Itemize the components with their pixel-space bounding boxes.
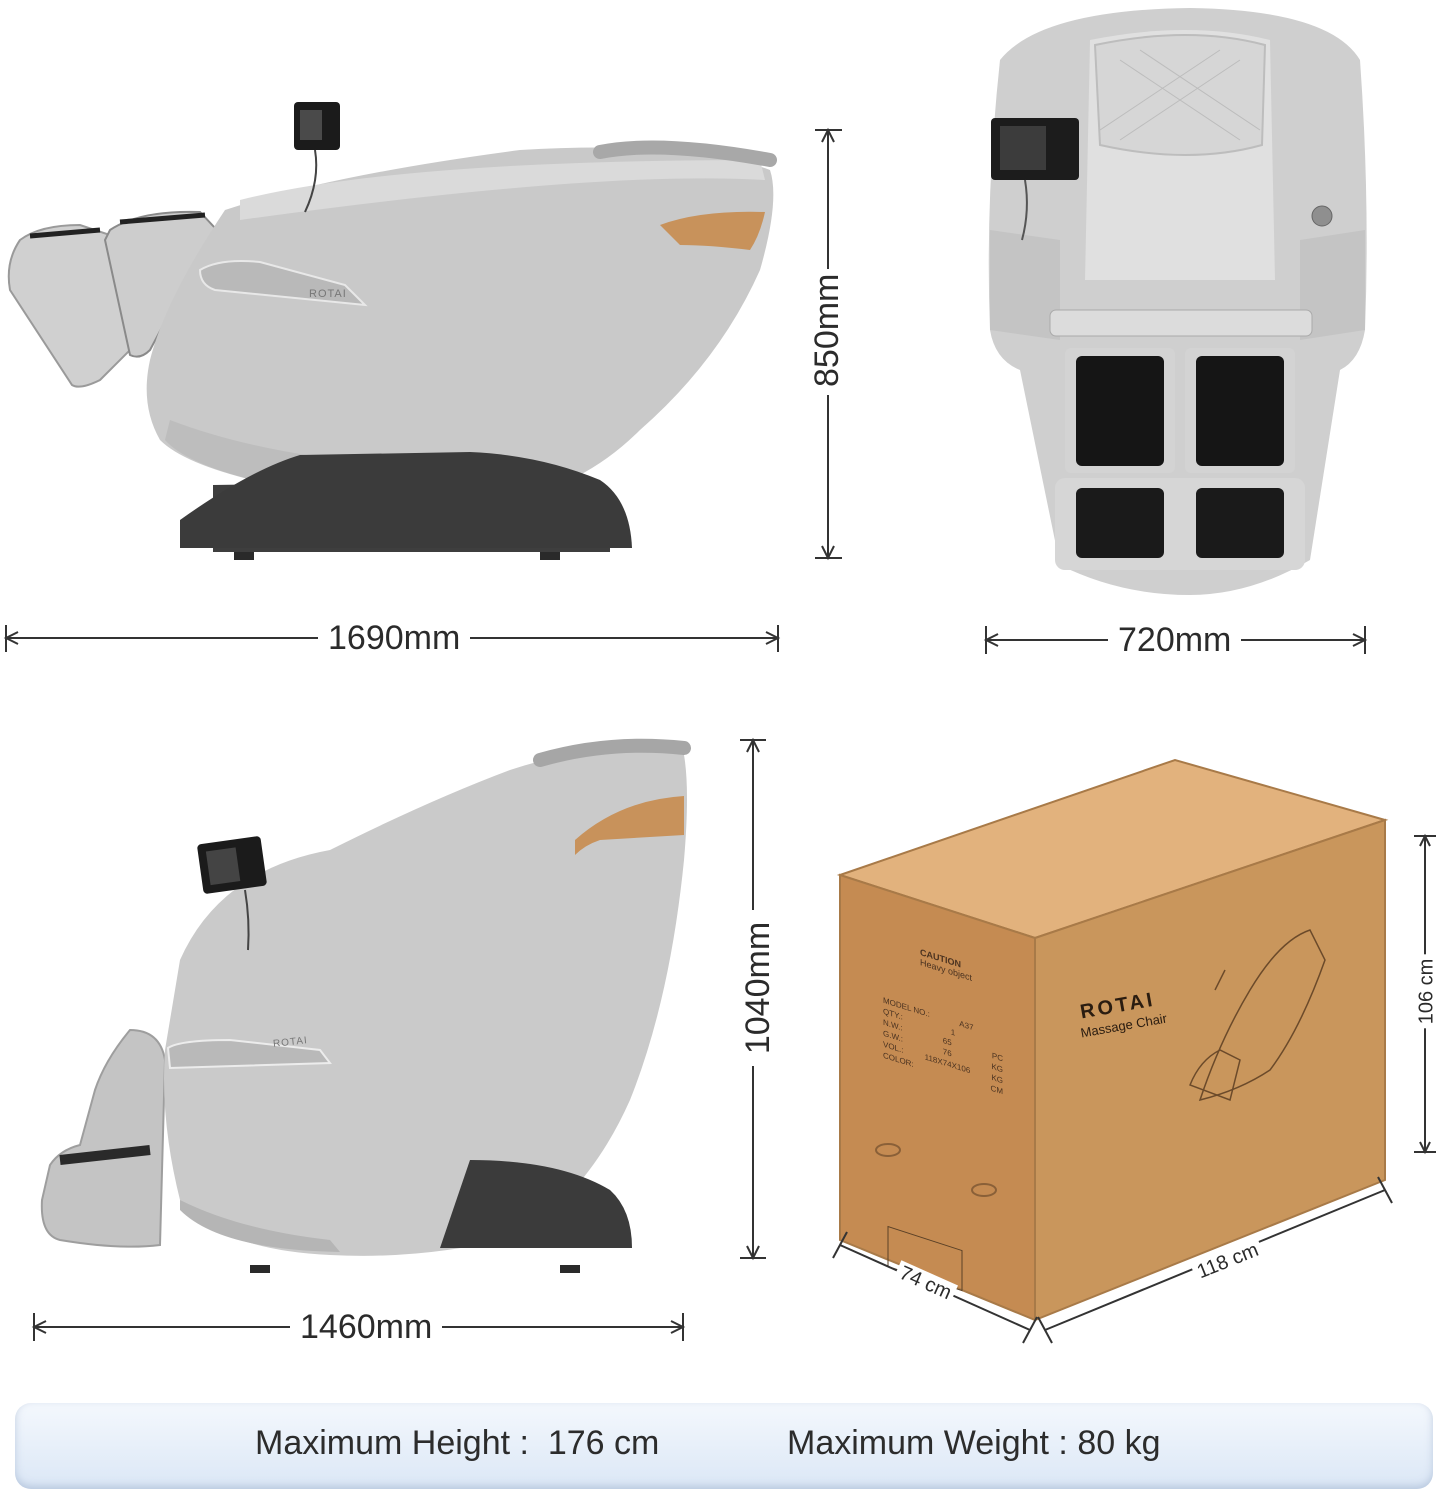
dimension-label-1690: 1690mm	[318, 618, 471, 658]
dimension-label-1460: 1460mm	[290, 1307, 443, 1347]
dimension-label-106cm: 106 cm	[1415, 954, 1439, 1029]
chair-side-brand-mark: ROTAI	[309, 288, 347, 300]
specs-footer-bar	[15, 1403, 1433, 1489]
max-height-text: Maximum Height : 176 cm	[255, 1424, 660, 1462]
max-weight-text: Maximum Weight : 80 kg	[787, 1424, 1161, 1462]
dimension-label-720: 720mm	[1108, 620, 1242, 660]
